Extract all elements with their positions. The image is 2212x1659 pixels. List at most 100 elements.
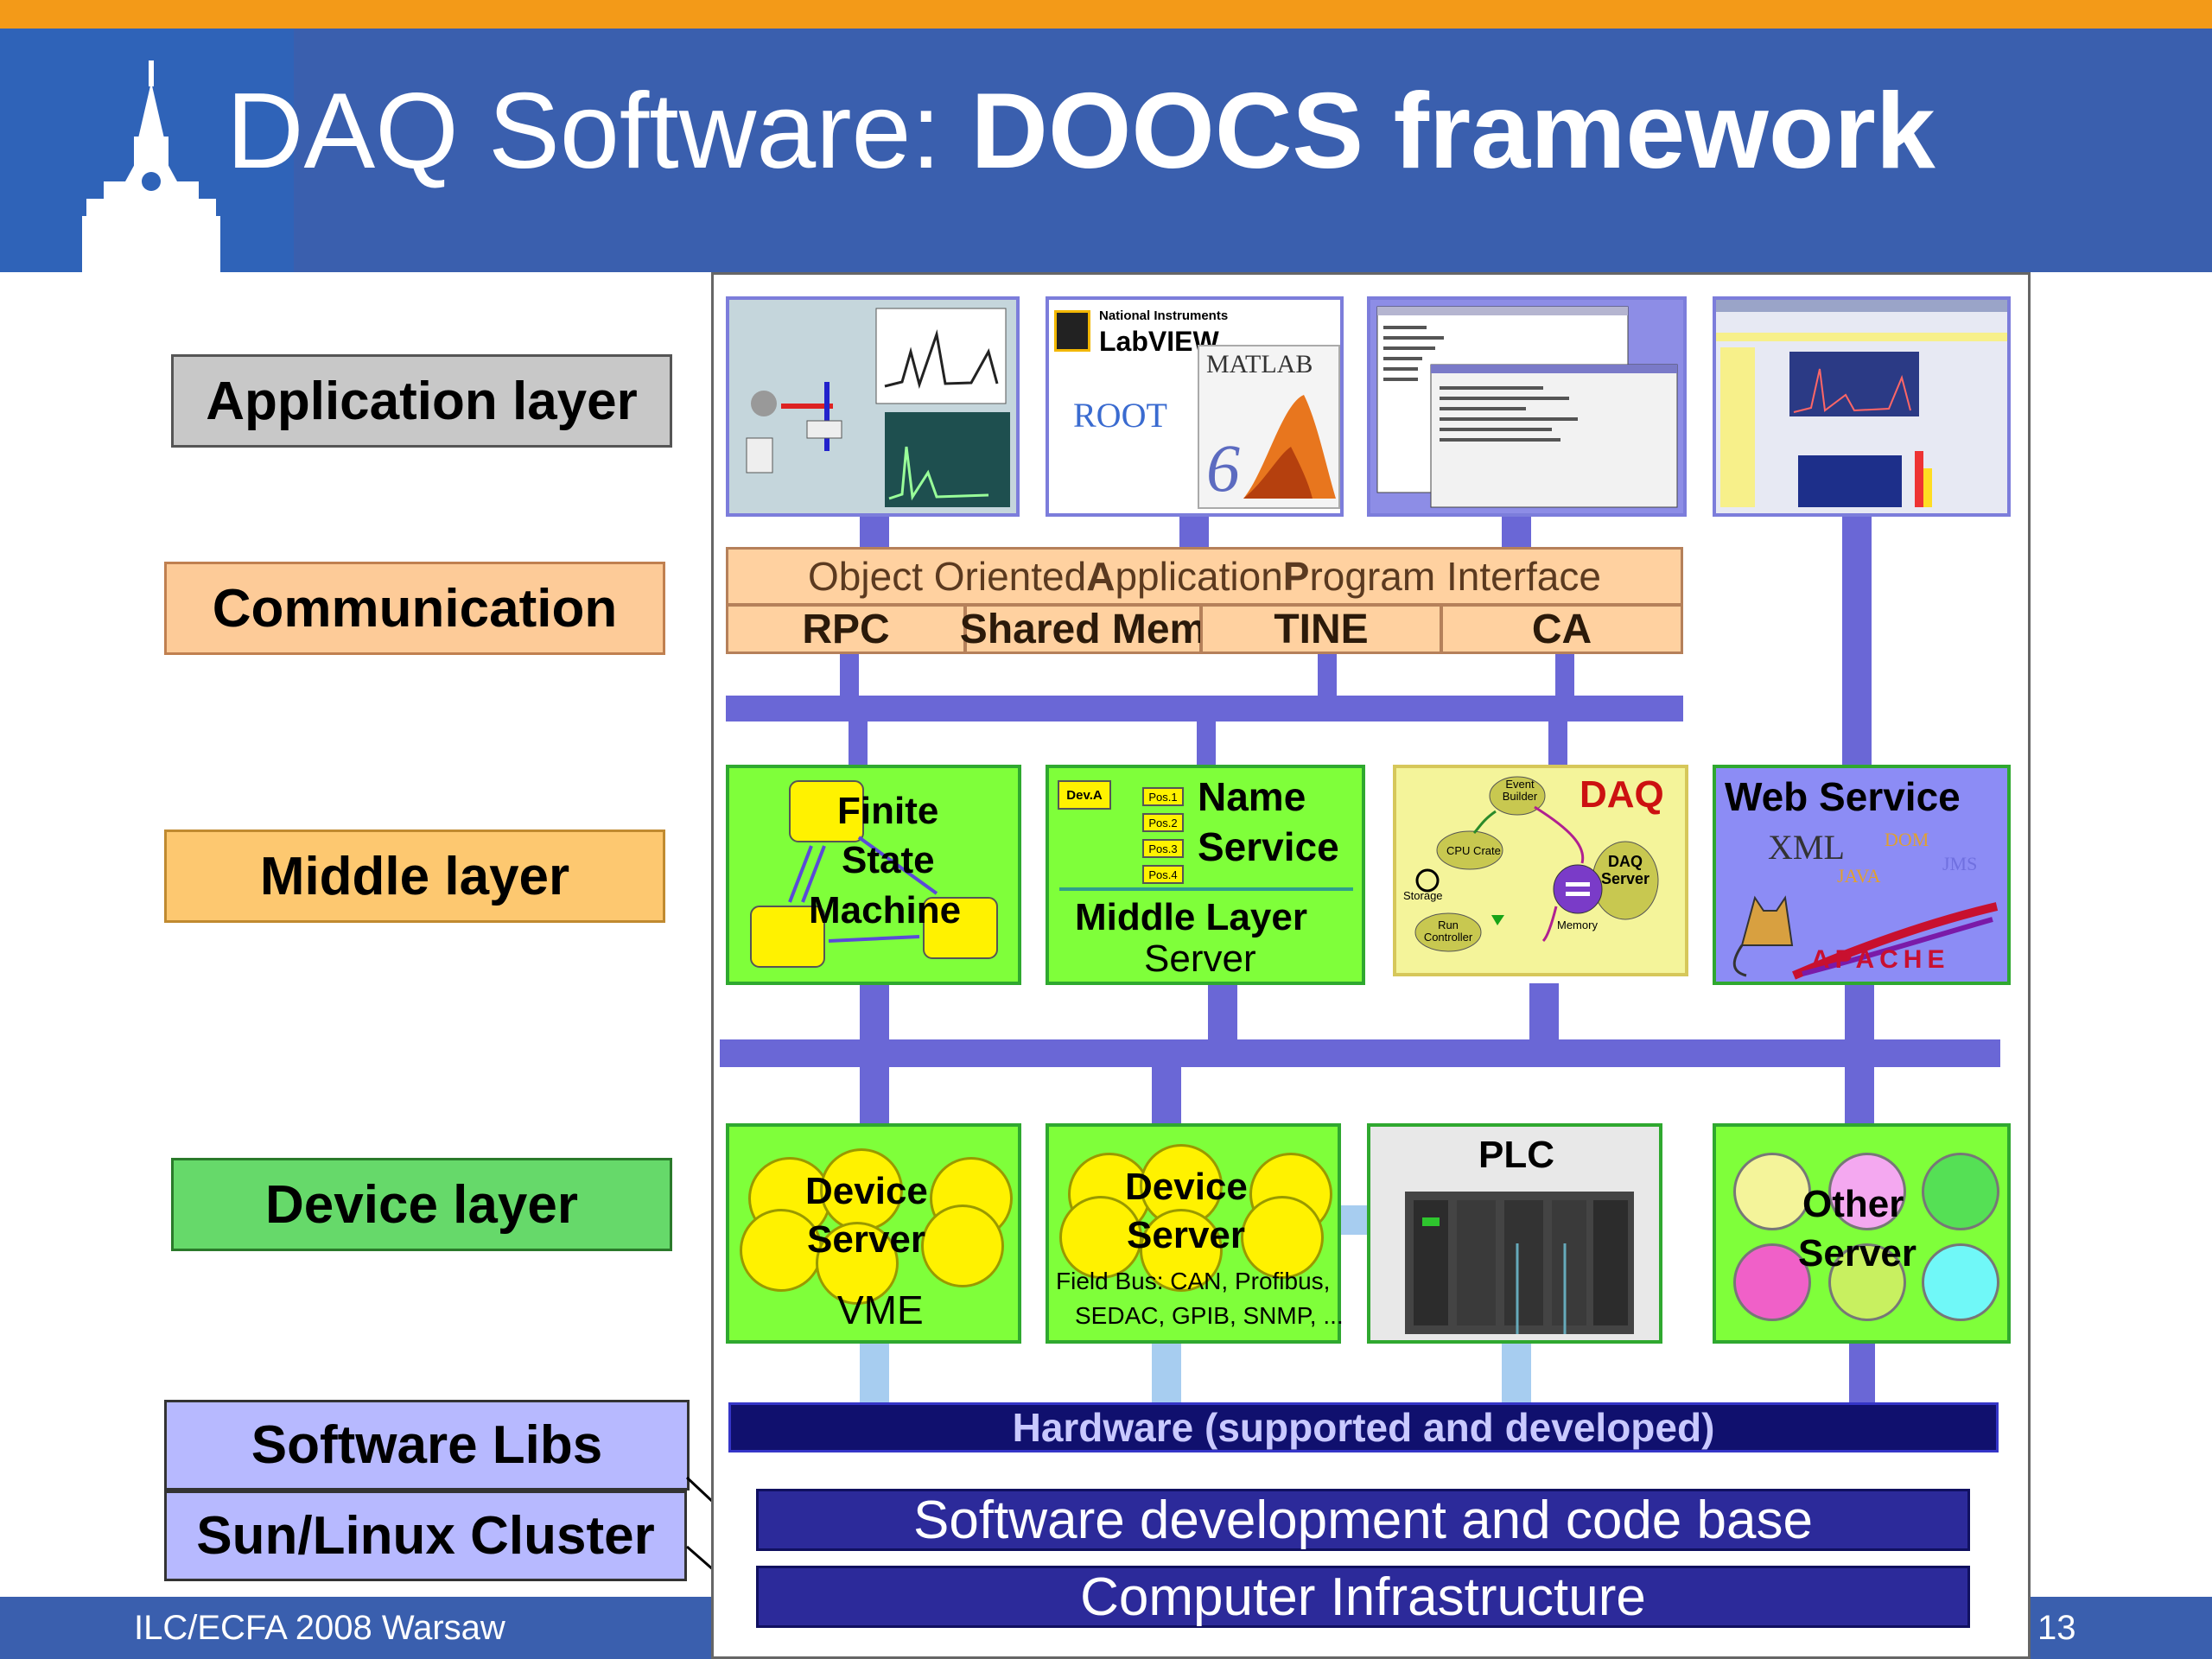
other-server-title: Server — [1798, 1232, 1917, 1274]
pos-node: Pos.3 — [1142, 839, 1184, 858]
daq-title: DAQ — [1580, 773, 1664, 816]
bus-connector — [1845, 983, 1874, 1039]
finite-state-machine-box: Finite State Machine — [726, 765, 1021, 985]
root-text: ROOT — [1073, 396, 1167, 435]
matlab-membrane-icon — [1243, 395, 1336, 499]
bus-connector — [1555, 652, 1574, 700]
device-server-title: Server — [807, 1218, 926, 1261]
hardware-link — [860, 1342, 889, 1402]
fieldbus-note: SEDAC, GPIB, SNMP, ... — [1075, 1302, 1344, 1329]
software-development-bar: Software development and code base — [756, 1489, 1970, 1551]
analysis-tools-logos: National Instruments LabVIEW MATLAB 6 RO… — [1046, 296, 1344, 517]
protocol-tine: TINE — [1200, 604, 1442, 654]
hardware-link — [1849, 1342, 1875, 1402]
protocol-ca: CA — [1440, 604, 1683, 654]
fsm-text-finite: Finite — [837, 790, 939, 832]
ni-text: National Instruments — [1099, 308, 1229, 323]
hardware-bar: Hardware (supported and developed) — [728, 1402, 1999, 1452]
bus-connector — [1502, 514, 1531, 553]
memory-label: Memory — [1557, 918, 1598, 931]
bus-connector — [1548, 721, 1567, 769]
fsm-diagram-icon — [750, 780, 998, 968]
footer-conference: ILC/ECFA 2008 Warsaw — [134, 1609, 505, 1647]
device-server-title: Device — [1125, 1166, 1248, 1208]
storage-label: Storage — [1403, 889, 1443, 902]
name-service-title: Name — [1198, 774, 1306, 819]
fieldbus-device-server-box: Device Server Field Bus: CAN, Profibus, … — [1046, 1123, 1344, 1344]
matlab-version: 6 — [1206, 430, 1240, 505]
vme-label: VME — [837, 1287, 924, 1332]
apache-text: APACHE — [1811, 945, 1950, 974]
middle-bus — [720, 1039, 2000, 1067]
vme-device-server-box: Device Server VME — [726, 1123, 1021, 1344]
jms-text: JMS — [1942, 853, 1978, 874]
web-service-box: Web Service XML DOM JMS JAVA APACHE — [1713, 765, 2011, 985]
pos-node: Pos.2 — [1142, 813, 1184, 832]
web-browser-screenshot — [1713, 296, 2011, 517]
tomcat-apache-icon — [1732, 895, 1999, 980]
device-layer-label: Device layer — [171, 1158, 672, 1251]
hardware-link — [1152, 1342, 1181, 1402]
bus-connector — [1529, 983, 1559, 1039]
name-service-box: Dev.A Pos.1 Pos.2 Pos.3 Pos.4 Name Servi… — [1046, 765, 1365, 985]
plc-link — [1338, 1205, 1370, 1235]
cpu-crate-label: CPU Crate — [1446, 844, 1501, 857]
bus-connector — [840, 652, 859, 700]
daq-server-label: DAQ Server — [1600, 853, 1650, 887]
bus-connector — [1152, 1067, 1181, 1128]
labview-icon — [1054, 310, 1090, 352]
fieldbus-note: Field Bus: CAN, Profibus, — [1056, 1268, 1331, 1294]
bus-connector — [860, 1067, 889, 1128]
matlab-text: MATLAB — [1206, 350, 1313, 378]
middle-layer-server-subtitle: Server — [1144, 938, 1256, 980]
application-layer-label: Application layer — [171, 354, 672, 448]
event-builder-label: Event Builder — [1502, 778, 1538, 803]
bus-connector — [1842, 514, 1872, 765]
communication-label: Communication — [164, 562, 665, 655]
name-service-title: Service — [1198, 824, 1339, 869]
page-number: 13 — [2037, 1609, 2076, 1647]
protocol-shared-mem: Shared Mem — [960, 604, 1206, 654]
bus-connector — [860, 514, 889, 553]
pos-node: Pos.1 — [1142, 787, 1184, 806]
device-server-title: Device — [805, 1170, 928, 1212]
run-controller-label: Run Controller — [1423, 918, 1473, 944]
pos-node: Pos.4 — [1142, 865, 1184, 884]
synoptic-display-screenshot — [726, 296, 1020, 517]
middle-layer-server-title: Middle Layer — [1075, 896, 1307, 938]
slide-title: DAQ Software: DOOCS framework — [226, 72, 1936, 191]
daq-flow-icon — [1414, 776, 1659, 952]
daq-box: DAQ Event Builder DAQ Server Memory Stor… — [1393, 765, 1688, 976]
bus-connector — [1197, 721, 1216, 769]
divider — [1059, 887, 1353, 891]
java-text: JAVA — [1837, 865, 1881, 887]
plc-box: PLC — [1367, 1123, 1662, 1344]
web-service-title: Web Service — [1725, 774, 1961, 819]
dom-text: DOM — [1885, 829, 1929, 850]
device-server-title: Server — [1127, 1214, 1246, 1256]
xml-text: XML — [1768, 828, 1845, 867]
bus-connector — [1179, 514, 1209, 553]
fsm-text-machine: Machine — [809, 889, 962, 931]
other-server-title: Other — [1802, 1183, 1904, 1225]
bus-connector — [849, 721, 868, 769]
header-band — [0, 29, 2212, 272]
other-server-box: Other Server — [1713, 1123, 2011, 1344]
computer-infrastructure-bar: Computer Infrastructure — [756, 1566, 1970, 1628]
bus-connector — [1318, 652, 1337, 700]
bus-connector — [1208, 983, 1237, 1039]
fsm-text-state: State — [842, 839, 935, 881]
protocol-rpc: RPC — [726, 604, 966, 654]
terminal-screenshot — [1367, 296, 1687, 517]
palace-logo-icon — [82, 60, 220, 272]
middle-layer-label: Middle layer — [164, 830, 665, 923]
software-libs-label: Software Libs — [164, 1400, 690, 1491]
communication-bus — [726, 696, 1683, 721]
device-node: Dev.A — [1058, 780, 1111, 810]
hardware-link — [1502, 1342, 1531, 1402]
plc-hardware-icon — [1405, 1192, 1634, 1334]
bus-connector — [1845, 1067, 1874, 1128]
cluster-label: Sun/Linux Cluster — [164, 1491, 687, 1581]
bus-connector — [860, 983, 889, 1039]
